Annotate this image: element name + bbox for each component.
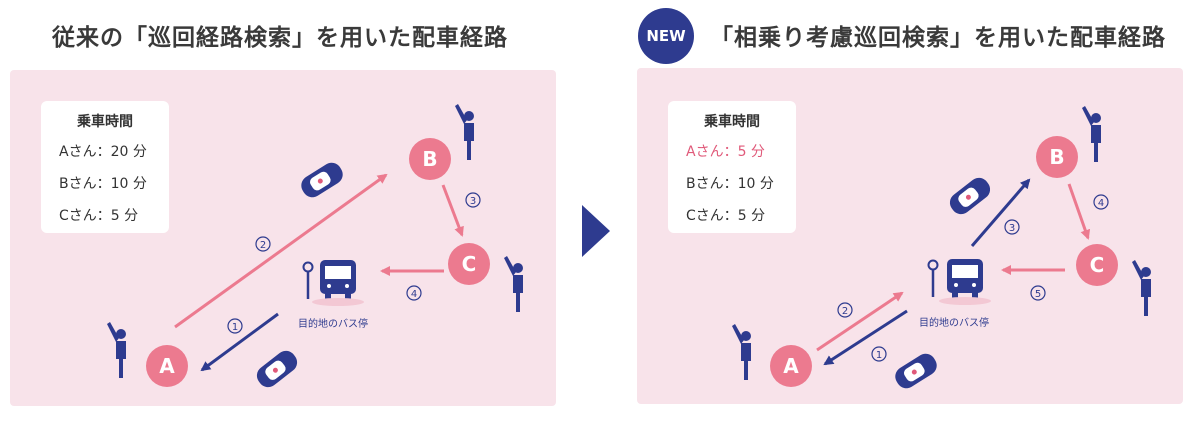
svg-text:4: 4 (411, 289, 417, 300)
step-5: 5 (1030, 285, 1046, 301)
car-icon (297, 159, 347, 201)
legend-row-a: Aさん：5 分 (686, 144, 765, 160)
car-icon (252, 346, 302, 392)
step-2: 2 (255, 236, 271, 252)
left-route-diagram: 1 2 3 4 A B C (107, 104, 523, 392)
car-icon (891, 350, 941, 392)
person-icon (107, 322, 126, 378)
person-icon (1132, 260, 1151, 316)
svg-text:B: B (1049, 145, 1064, 169)
step-1: 1 (871, 346, 887, 362)
person-icon (732, 324, 751, 380)
legend-title: 乗車時間 (77, 114, 133, 130)
bus-stop-icon (302, 261, 314, 301)
svg-text:1: 1 (876, 350, 882, 361)
new-badge: NEW (638, 8, 694, 64)
node-c: C (448, 243, 490, 285)
svg-text:A: A (159, 354, 175, 378)
legend-row-a: Aさん：20 分 (59, 144, 147, 160)
right-route-diagram: 1 2 3 4 5 A B C (732, 106, 1151, 392)
step-4: 4 (1093, 194, 1109, 210)
legend-row-b: Bさん：10 分 (59, 176, 147, 192)
legend-row-c: Cさん：5 分 (59, 208, 139, 224)
bus-icon (947, 259, 983, 298)
legend-title: 乗車時間 (704, 114, 760, 130)
svg-text:2: 2 (842, 306, 848, 317)
step-1: 1 (227, 318, 243, 334)
node-a: A (146, 345, 188, 387)
step-3: 3 (1004, 219, 1020, 235)
step-2: 2 (837, 302, 853, 318)
svg-text:A: A (783, 354, 799, 378)
node-c: C (1076, 244, 1118, 286)
svg-text:C: C (462, 252, 477, 276)
legend-row-b: Bさん：10 分 (686, 176, 774, 192)
node-b: B (409, 138, 451, 180)
stop-label: 目的地のバス停 (919, 316, 989, 329)
left-panel: 1 2 3 4 A B C (10, 70, 556, 406)
svg-text:1: 1 (232, 322, 238, 333)
node-b: B (1036, 136, 1078, 178)
ride-time-legend: 乗車時間 Aさん：20 分 Bさん：10 分 Cさん：5 分 (41, 101, 169, 233)
node-a: A (770, 345, 812, 387)
step-4: 4 (406, 285, 422, 301)
legend-row-c: Cさん：5 分 (686, 208, 766, 224)
svg-text:3: 3 (470, 196, 476, 207)
svg-text:C: C (1090, 253, 1105, 277)
right-title: 「相乗り考慮巡回検索」を用いた配車経路 (710, 25, 1166, 51)
car-icon (945, 173, 995, 219)
svg-text:B: B (422, 147, 437, 171)
svg-text:2: 2 (260, 240, 266, 251)
left-title: 従来の「巡回経路検索」を用いた配車経路 (52, 25, 508, 51)
bus-stop-icon (927, 259, 939, 299)
person-icon (455, 104, 474, 160)
stop-label: 目的地のバス停 (298, 317, 368, 330)
step-3: 3 (465, 192, 481, 208)
right-panel: 1 2 3 4 5 A B C (637, 68, 1183, 404)
play-arrow-icon (582, 205, 610, 257)
svg-text:5: 5 (1035, 289, 1041, 300)
ride-time-legend: 乗車時間 Aさん：5 分 Bさん：10 分 Cさん：5 分 (668, 101, 796, 233)
svg-text:4: 4 (1098, 198, 1104, 209)
person-icon (1082, 106, 1101, 162)
bus-icon (320, 260, 356, 299)
person-icon (504, 256, 523, 312)
svg-text:3: 3 (1009, 223, 1015, 234)
